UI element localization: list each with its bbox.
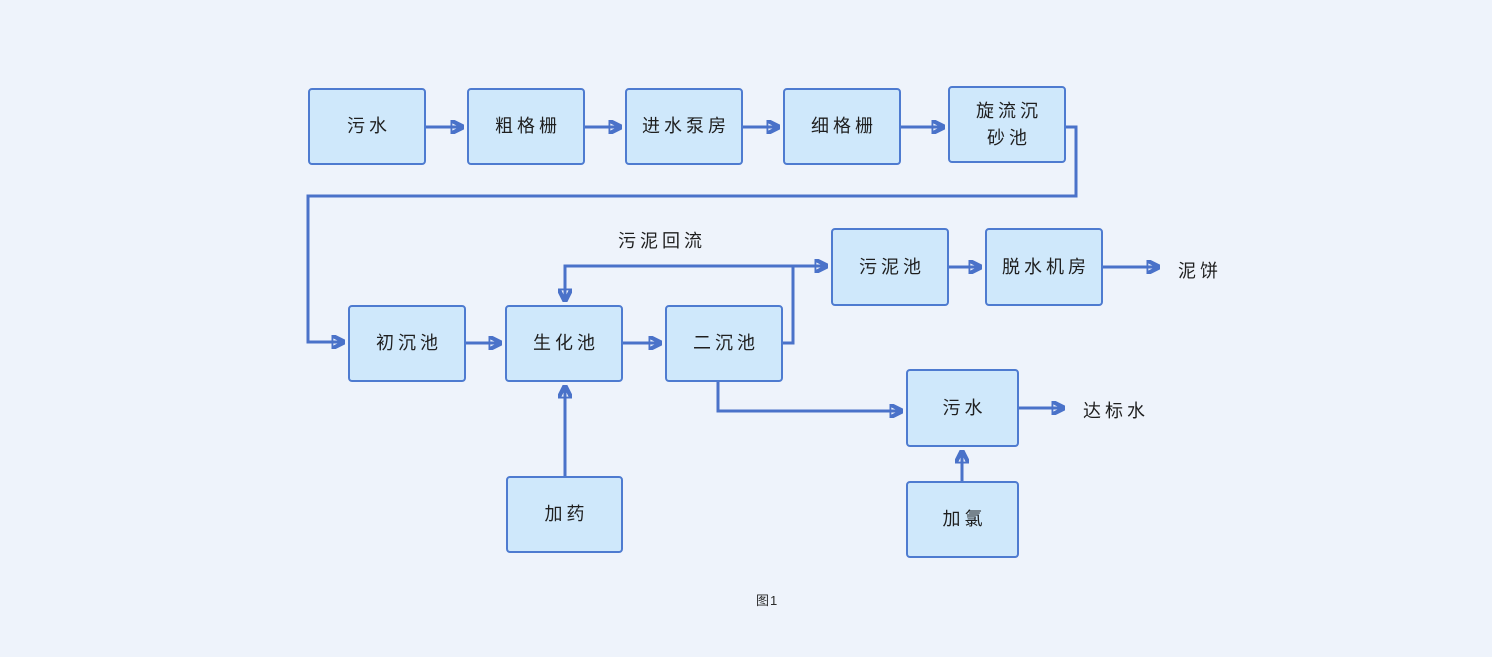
- node-primary-sedimentation-tank: 初沉池: [348, 305, 466, 382]
- node-label: 污泥池: [859, 256, 925, 277]
- label-mud-cake: 泥饼: [1178, 261, 1222, 281]
- connector-sludge-return-to-biochemical: [565, 264, 793, 300]
- node-label: 旋流沉砂池: [976, 101, 1042, 148]
- label-standard-water: 达标水: [1083, 401, 1149, 421]
- connector-secondary-riser: [783, 266, 795, 345]
- figure-caption: 图1: [756, 593, 779, 608]
- connector-cyclone-to-primary-tank: [306, 125, 1078, 342]
- node-label: 脱水机房: [1002, 256, 1090, 277]
- node-label: 加氯: [942, 509, 987, 530]
- node-sewage-inlet: 污水: [308, 88, 426, 165]
- node-coarse-screen: 粗格栅: [467, 88, 585, 165]
- node-label: 污水: [347, 116, 391, 137]
- node-label: 污水: [942, 397, 987, 418]
- node-label: 生化池: [533, 333, 599, 354]
- node-fine-screen: 细格栅: [783, 88, 901, 165]
- node-effluent: 污水: [906, 369, 1019, 447]
- node-label: 二沉池: [693, 333, 759, 354]
- node-label: 细格栅: [811, 116, 877, 137]
- node-label: 加药: [544, 504, 589, 525]
- connector-secondary-to-effluent: [716, 382, 901, 411]
- label-sludge-return: 污泥回流: [618, 231, 706, 251]
- node-sludge-tank: 污泥池: [831, 228, 949, 306]
- node-label: 进水泵房: [642, 116, 730, 137]
- node-cyclone-grit-chamber: 旋流沉砂池: [948, 86, 1066, 163]
- node-label: 粗格栅: [495, 116, 561, 137]
- node-biochemical-tank: 生化池: [505, 305, 623, 382]
- node-label: 初沉池: [376, 333, 442, 354]
- node-secondary-sedimentation-tank: 二沉池: [665, 305, 783, 382]
- node-dosing: 加药: [506, 476, 623, 553]
- node-chlorination: 加氯: [906, 481, 1019, 558]
- node-inlet-pump-house: 进水泵房: [625, 88, 743, 165]
- node-dewatering-room: 脱水机房: [985, 228, 1103, 306]
